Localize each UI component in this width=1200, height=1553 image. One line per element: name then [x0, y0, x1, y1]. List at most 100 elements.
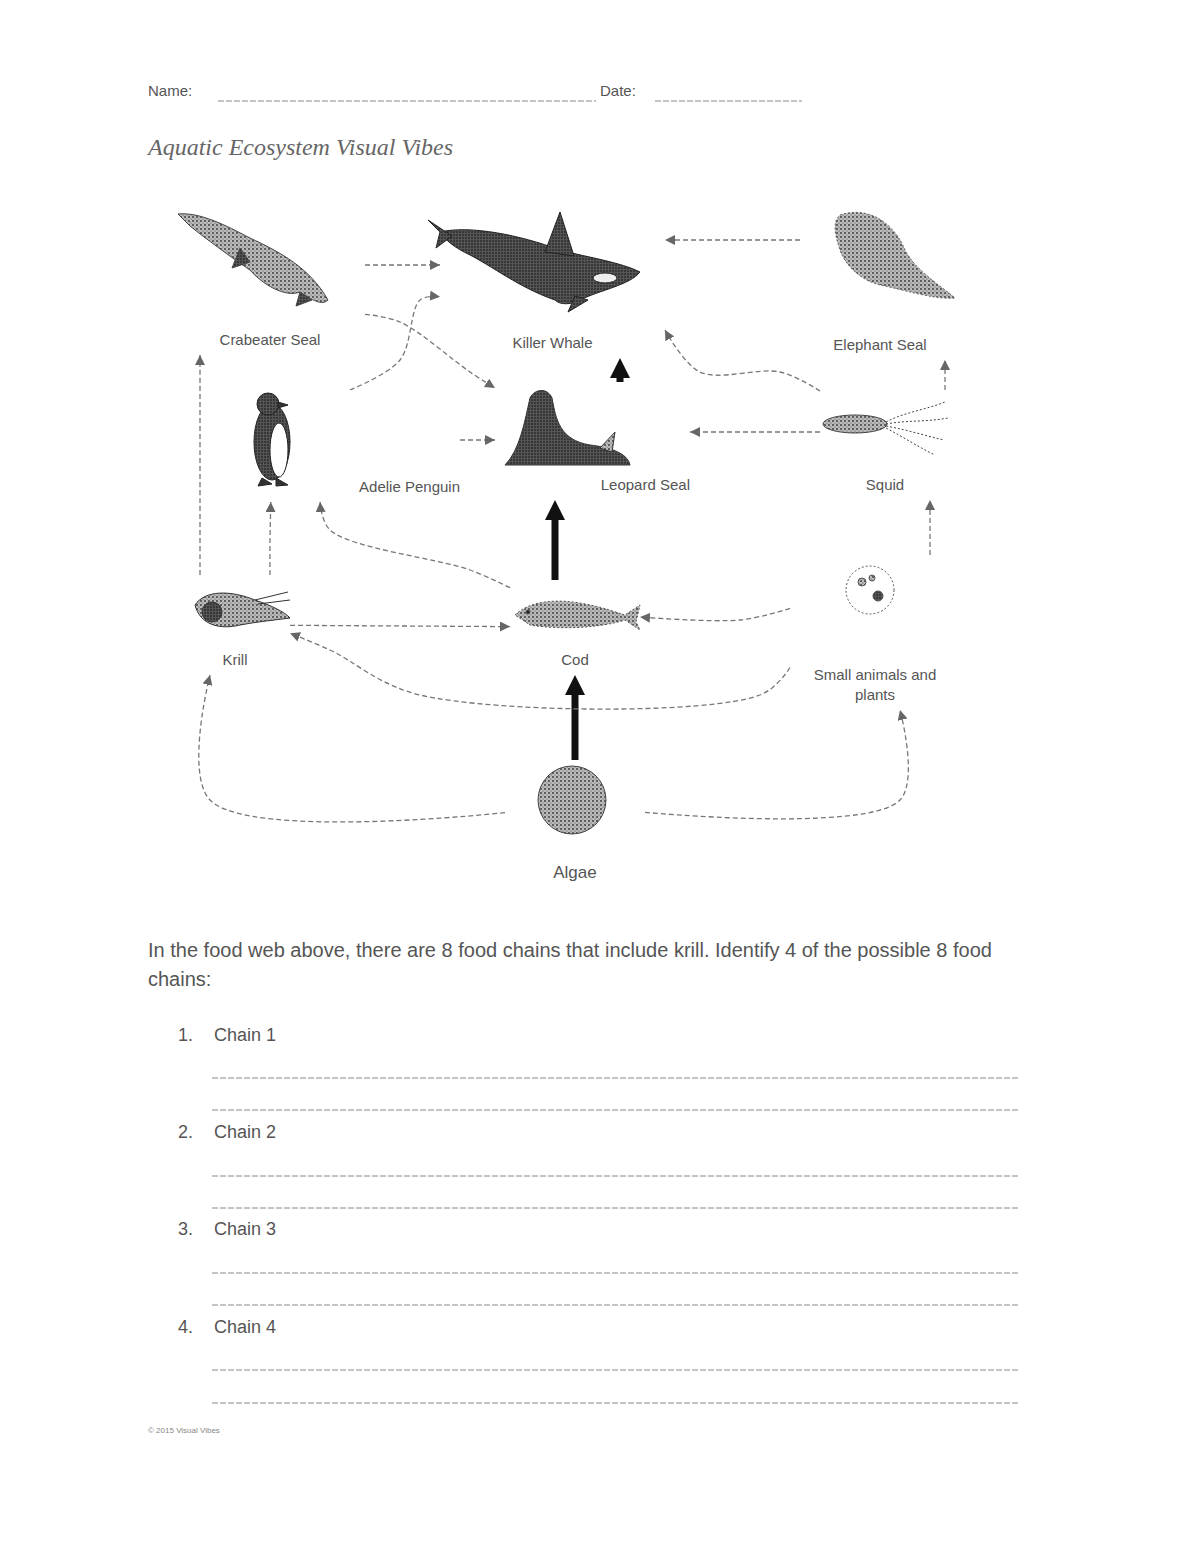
organism-name: Krill [223, 650, 248, 670]
circle-part [858, 578, 866, 586]
organism-name: Small animals and plants [800, 665, 950, 704]
crabeater-seal-picture [178, 214, 328, 306]
ellipse-part [823, 415, 887, 433]
form-lines [212, 101, 1018, 1403]
circle-part [257, 393, 279, 415]
label-slot: In the food web above, there are 8 food … [148, 936, 1028, 994]
circle-part [526, 610, 530, 614]
path-part [195, 593, 290, 627]
path-part [568, 296, 588, 312]
line-part [212, 1208, 1018, 1209]
organism-node: Cod [510, 580, 640, 675]
organism-name: Leopard Seal [601, 475, 690, 495]
path-part [278, 402, 288, 408]
organism-name: Crabeater Seal [220, 330, 321, 350]
feeding-arrow [350, 296, 440, 390]
feeding-arrow [365, 264, 440, 265]
line-part [212, 1305, 1018, 1306]
path-part [515, 601, 640, 630]
label-slot: Name: [148, 82, 192, 101]
feeding-arrow [617, 372, 624, 382]
path-part [232, 248, 250, 268]
line-part [212, 1273, 1018, 1274]
feeding-arrow [665, 239, 800, 240]
path-part [255, 592, 290, 604]
feeding-arrow [640, 608, 790, 620]
line-part [212, 1110, 1018, 1111]
title-slot: Aquatic Ecosystem Visual Vibes [148, 134, 453, 161]
organism-node: Small animals and plants [790, 555, 960, 710]
path-part [600, 432, 615, 452]
worksheet-text: Chain 1 [214, 1024, 276, 1047]
label-slot: Chain 3 [214, 1218, 276, 1241]
worksheet-text: Chain 2 [214, 1121, 276, 1144]
label-slot: 2. [178, 1121, 193, 1144]
squid-picture [823, 402, 948, 455]
feeding-arrow [665, 330, 820, 391]
label-slot: Chain 1 [214, 1024, 276, 1047]
krill-picture [195, 592, 290, 627]
feeding-arrow [944, 360, 945, 390]
worksheet-text: 2. [178, 1121, 193, 1144]
label-slot: Chain 4 [214, 1316, 276, 1339]
circle-part [869, 575, 875, 581]
organism-name: Elephant Seal [833, 335, 926, 355]
feeding-arrow [199, 675, 505, 822]
adelie-penguin-picture [254, 393, 290, 486]
label-slot: © 2015 Visual Vibes [148, 1426, 220, 1436]
line-part [212, 1078, 1018, 1079]
worksheet-text: Chain 4 [214, 1316, 276, 1339]
cod-picture [515, 601, 640, 630]
feeding-arrow [199, 355, 200, 575]
algae-picture [538, 766, 606, 834]
label-slot: Chain 2 [214, 1121, 276, 1144]
label-slot: 1. [178, 1024, 193, 1047]
circle-part [846, 566, 894, 614]
label-slot: Date: [600, 82, 636, 101]
line-part [212, 1403, 1018, 1404]
organism-node: Crabeater Seal [175, 205, 365, 355]
line-part [655, 101, 802, 102]
worksheet-text: Name: [148, 82, 192, 101]
ellipse-part [270, 423, 288, 477]
feeding-arrow [929, 500, 930, 555]
line-part [212, 1176, 1018, 1177]
feeding-arrow [269, 502, 271, 575]
killer-whale-picture [428, 212, 640, 312]
path-part [440, 230, 640, 304]
organism-node: Elephant Seal [800, 205, 960, 360]
small-animals-picture [846, 566, 894, 614]
worksheet-text: In the food web above, there are 8 food … [148, 936, 1028, 994]
feeding-arrow [690, 431, 820, 432]
feeding-arrow [290, 633, 790, 709]
leopard-seal-picture [505, 391, 630, 466]
organism-node: Killer Whale [440, 205, 665, 358]
feeding-arrow [645, 710, 908, 819]
feeding-arrow [290, 625, 510, 626]
organism-node: Squid [820, 390, 950, 500]
path-part [505, 391, 630, 466]
organism-node: Leopard Seal [495, 382, 690, 500]
organism-name: Killer Whale [512, 333, 592, 353]
feeding-arrow [572, 689, 579, 760]
organism-node: Algae [505, 760, 645, 890]
organism-name: Cod [561, 650, 589, 670]
feeding-arrow [552, 514, 559, 580]
line-part [218, 101, 596, 102]
ellipse-part [593, 273, 617, 283]
feeding-arrow [320, 502, 510, 588]
feeding-arrow [460, 439, 495, 440]
worksheet-text: © 2015 Visual Vibes [148, 1426, 220, 1436]
circle-part [202, 602, 222, 622]
organism-name: Adelie Penguin [359, 477, 460, 497]
path-part [296, 292, 312, 306]
organism-name: Algae [553, 862, 596, 884]
path-part [428, 220, 452, 248]
label-slot: 4. [178, 1316, 193, 1339]
worksheet-title: Aquatic Ecosystem Visual Vibes [148, 134, 453, 161]
